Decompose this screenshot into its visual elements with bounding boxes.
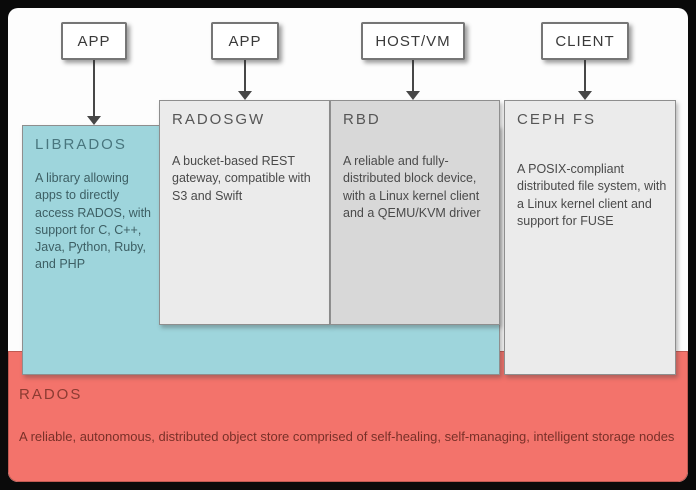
rbd-layer: RBD A reliable and fully-distributed blo… [330, 100, 500, 325]
arrow-down-icon [578, 91, 592, 100]
radosgw-title: RADOSGW [172, 111, 266, 128]
cephfs-description: A POSIX-compliant distributed file syste… [517, 162, 667, 228]
arrow-client-to-cephfs [578, 60, 592, 100]
librados-title: LIBRADOS [35, 136, 127, 153]
arrow-stem [93, 60, 95, 118]
librados-description: A library allowing apps to directly acce… [35, 171, 152, 272]
arrow-app2-to-radosgw [238, 60, 252, 100]
cephfs-layer: CEPH FS A POSIX-compliant distributed fi… [504, 100, 676, 375]
arrow-down-icon [238, 91, 252, 100]
app-box-2: APP [211, 22, 279, 60]
radosgw-description: A bucket-based REST gateway, compatible … [172, 154, 311, 203]
arrow-hostvm-to-rbd [406, 60, 420, 100]
arrow-app1-to-librados [87, 60, 101, 125]
rbd-title: RBD [343, 111, 381, 128]
app-box-1: APP [61, 22, 127, 60]
arrow-stem [412, 60, 414, 93]
rados-description: A reliable, autonomous, distributed obje… [19, 429, 675, 444]
client-box: CLIENT [541, 22, 629, 60]
diagram-canvas: APP APP HOST/VM CLIENT RADOS A reliable,… [8, 8, 688, 482]
host-vm-box: HOST/VM [361, 22, 465, 60]
rados-title: RADOS [19, 386, 83, 403]
rbd-description: A reliable and fully-distributed block d… [343, 154, 481, 220]
cephfs-title: CEPH FS [517, 111, 597, 128]
arrow-down-icon [87, 116, 101, 125]
arrow-stem [244, 60, 246, 93]
radosgw-layer: RADOSGW A bucket-based REST gateway, com… [159, 100, 330, 325]
arrow-down-icon [406, 91, 420, 100]
arrow-stem [584, 60, 586, 93]
